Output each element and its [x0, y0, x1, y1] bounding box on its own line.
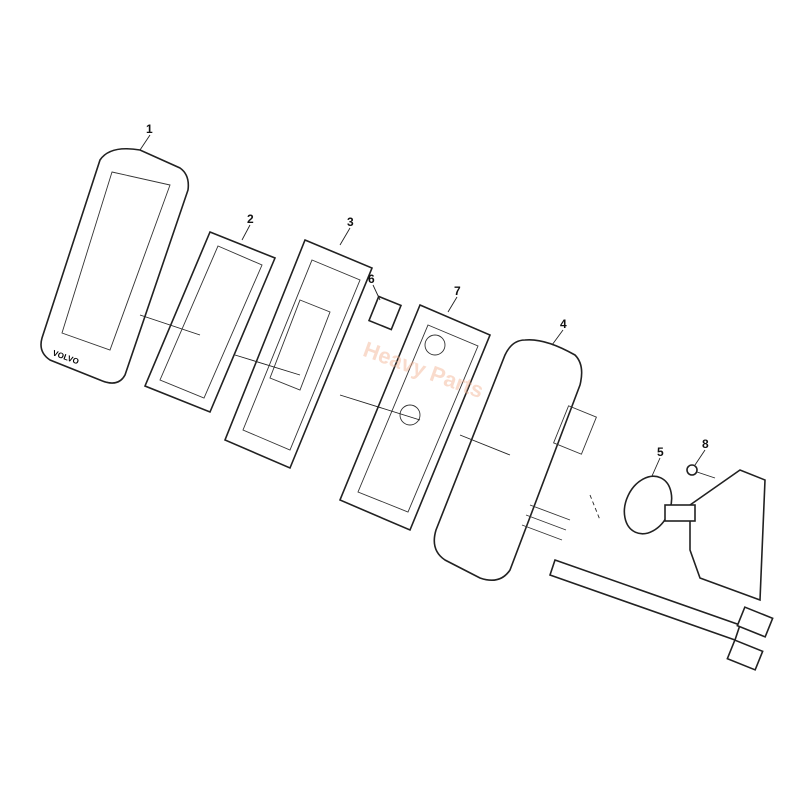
label-part-3: 3 — [347, 215, 354, 229]
part-6-connector — [367, 295, 403, 331]
label-part-8: 8 — [702, 437, 709, 451]
label-part-7: 7 — [454, 284, 461, 298]
part-7-housing — [338, 303, 492, 532]
label-part-1: 1 — [146, 122, 153, 136]
leader-lines — [139, 134, 706, 477]
cable-harness — [548, 558, 774, 671]
label-part-6: 6 — [368, 272, 375, 286]
label-part-2: 2 — [247, 212, 254, 226]
part-3-board — [223, 238, 374, 470]
part-5-sensor — [589, 469, 766, 602]
part-1-bezel: VOLVO — [40, 147, 190, 384]
label-part-4: 4 — [560, 317, 567, 331]
part-2-lens — [143, 230, 277, 414]
part-8-screw — [686, 464, 716, 479]
part-4-cover — [433, 338, 597, 581]
label-part-5: 5 — [657, 445, 664, 459]
